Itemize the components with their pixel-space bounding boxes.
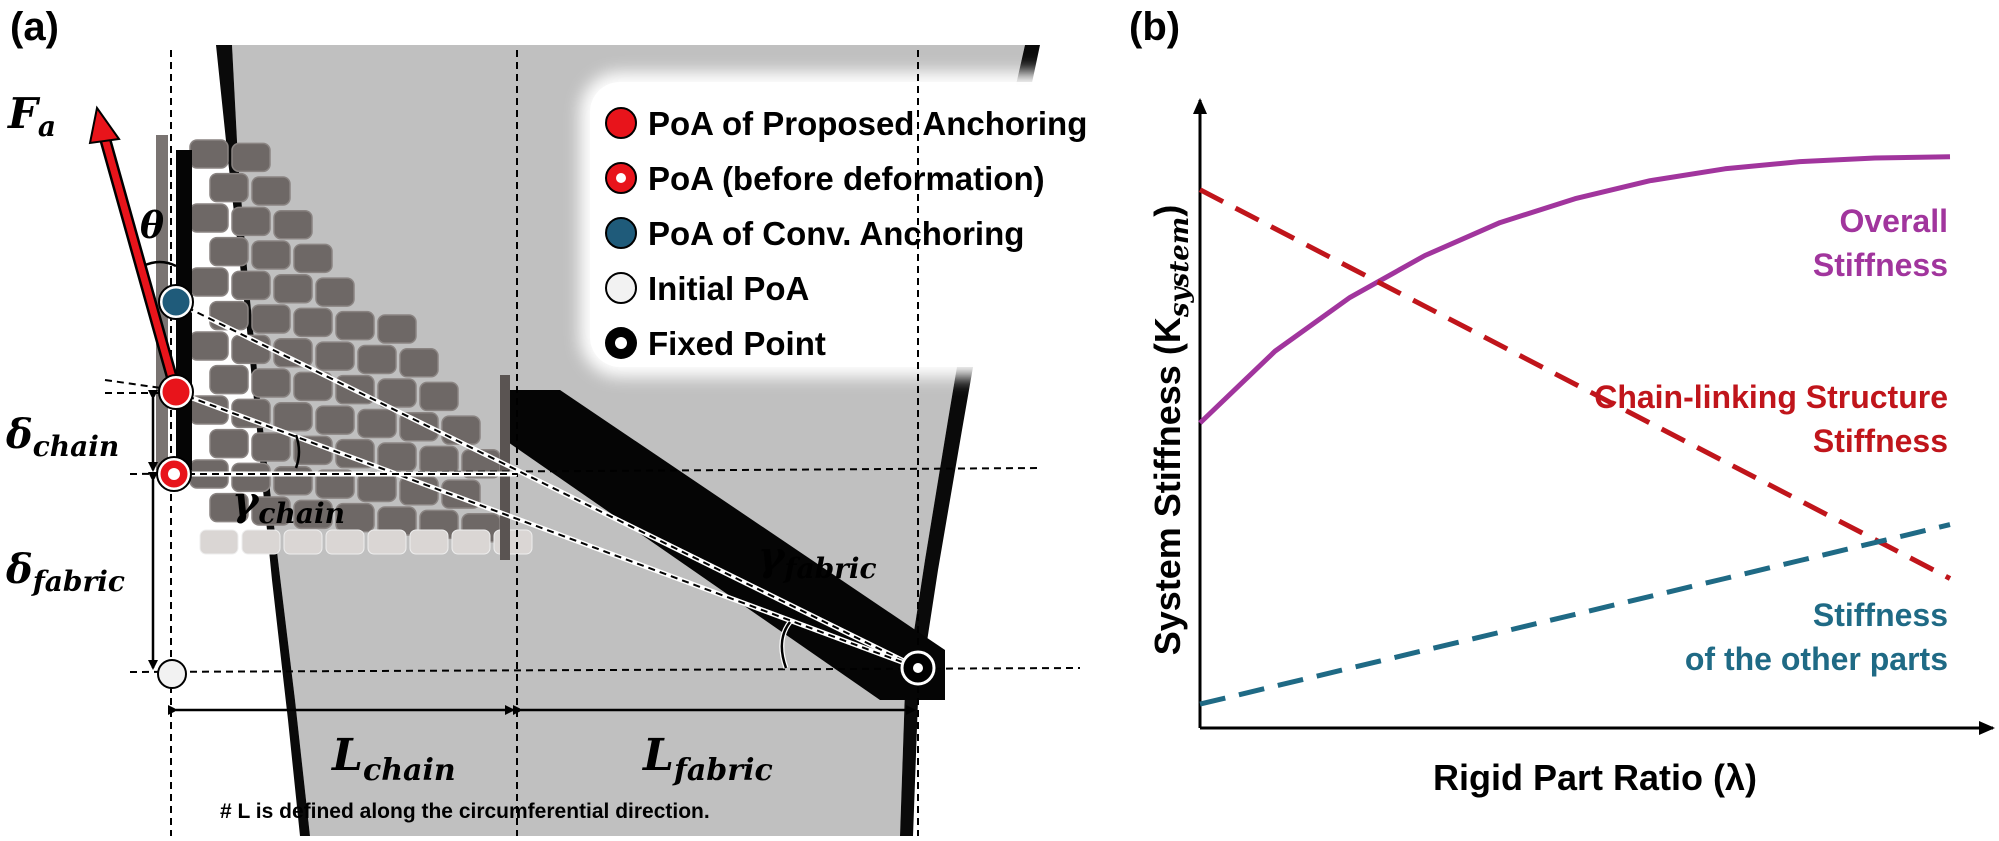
chain-link — [377, 442, 417, 472]
conv-anchoring-marker — [159, 285, 193, 319]
chain-linking-structure — [189, 139, 533, 555]
chain-link — [209, 492, 249, 523]
series-label: Stiffness — [1813, 247, 1948, 283]
l-chain-label: Lchain — [330, 730, 456, 788]
chain-link — [377, 378, 417, 408]
series-line — [1198, 187, 1952, 581]
theta-label: θ — [140, 205, 164, 247]
chain-link — [209, 364, 249, 395]
chain-link — [315, 341, 355, 371]
chain-link — [419, 445, 459, 476]
force-arrow — [88, 105, 182, 394]
chain-link — [293, 499, 333, 530]
legend-marker — [605, 217, 637, 249]
series-label: Stiffness — [1813, 423, 1948, 459]
x-axis-title: Rigid Part Ratio (λ) — [1433, 757, 1757, 798]
series-line — [1198, 154, 1951, 425]
delta-fabric-label: δfabric — [5, 546, 125, 598]
chain-link — [189, 267, 229, 297]
series-label: Chain-linking Structure — [1594, 379, 1948, 415]
footnote: # L is defined along the circumferential… — [220, 800, 710, 823]
chain-link — [273, 401, 313, 432]
delta-chain-label: δchain — [5, 411, 119, 463]
chain-link — [189, 203, 229, 233]
chain-link-shadow — [241, 529, 281, 555]
chain-link-shadow — [325, 529, 365, 555]
chain-link — [189, 331, 229, 361]
legend-marker — [605, 272, 637, 304]
series-line — [1199, 522, 1951, 707]
chain-link-shadow — [493, 529, 533, 555]
chain-link — [335, 310, 375, 341]
chain-link — [357, 408, 397, 439]
y-axis-title: System Stiffness (Ksystem) — [1147, 205, 1195, 656]
chain-link — [209, 428, 249, 459]
chain-link — [357, 472, 397, 503]
right-bracket — [500, 375, 510, 560]
chain-link — [315, 405, 355, 435]
chain-link — [231, 462, 271, 493]
chain-link — [251, 496, 291, 526]
chain-link — [399, 348, 439, 378]
chain-link — [377, 314, 417, 344]
chain-link — [209, 172, 249, 203]
chain-link — [231, 270, 271, 301]
chain-link — [273, 465, 313, 496]
chain-link — [273, 209, 313, 240]
gamma-chain-label: γchain — [232, 478, 345, 530]
poa-markers — [156, 284, 936, 689]
proposed-anchoring-marker — [159, 375, 193, 409]
gamma-chain-arc — [294, 434, 301, 469]
legend-item: Fixed Point — [605, 325, 826, 362]
legend-label: Initial PoA — [648, 270, 809, 307]
chain-link — [251, 304, 291, 334]
chain-link — [189, 139, 229, 169]
chain-link-shadow — [367, 529, 407, 555]
legend-item: PoA of Conv. Anchoring — [605, 215, 1024, 252]
gamma-fabric-label: γfabric — [758, 533, 877, 585]
chain-link — [251, 368, 291, 398]
legend-label: PoA (before deformation) — [648, 160, 1045, 197]
chain-link — [273, 273, 313, 304]
legend-item: Initial PoA — [605, 270, 809, 307]
series-label: Overall — [1839, 203, 1948, 239]
l-fabric-label: Lfabric — [641, 730, 773, 788]
chain-link-shadow — [451, 529, 491, 555]
series-label: Stiffness — [1813, 597, 1948, 633]
chain-link — [419, 381, 459, 412]
chain-link — [251, 176, 291, 206]
legend-label: PoA of Proposed Anchoring — [648, 105, 1087, 142]
fabric-strap — [505, 390, 945, 700]
chain-link — [293, 307, 333, 338]
chain-link — [293, 243, 333, 274]
initial-poa-marker — [157, 659, 187, 689]
chain-link — [251, 240, 291, 270]
chain-link — [357, 344, 397, 375]
legend-label: PoA of Conv. Anchoring — [648, 215, 1024, 252]
chain-link — [315, 469, 355, 499]
panel-a-label: (a) — [10, 5, 59, 49]
chain-link — [231, 206, 271, 237]
chain-link — [251, 432, 291, 462]
chain-link-shadow — [283, 529, 323, 555]
force-label: Fa — [7, 89, 56, 143]
legend-item: PoA of Proposed Anchoring — [605, 105, 1087, 142]
legend-item: PoA (before deformation) — [605, 160, 1045, 197]
panel-b-label: (b) — [1129, 5, 1180, 49]
deformation-lines — [174, 299, 920, 671]
chain-link — [209, 236, 249, 267]
chain-link-shadow — [199, 529, 239, 555]
series-label: of the other parts — [1685, 641, 1948, 677]
chain-link-shadow — [409, 529, 449, 555]
chain-link — [315, 277, 355, 307]
gamma-fabric-arc — [780, 621, 792, 669]
chain-link — [231, 142, 271, 173]
legend-label: Fixed Point — [648, 325, 826, 362]
legend-marker — [605, 107, 637, 139]
